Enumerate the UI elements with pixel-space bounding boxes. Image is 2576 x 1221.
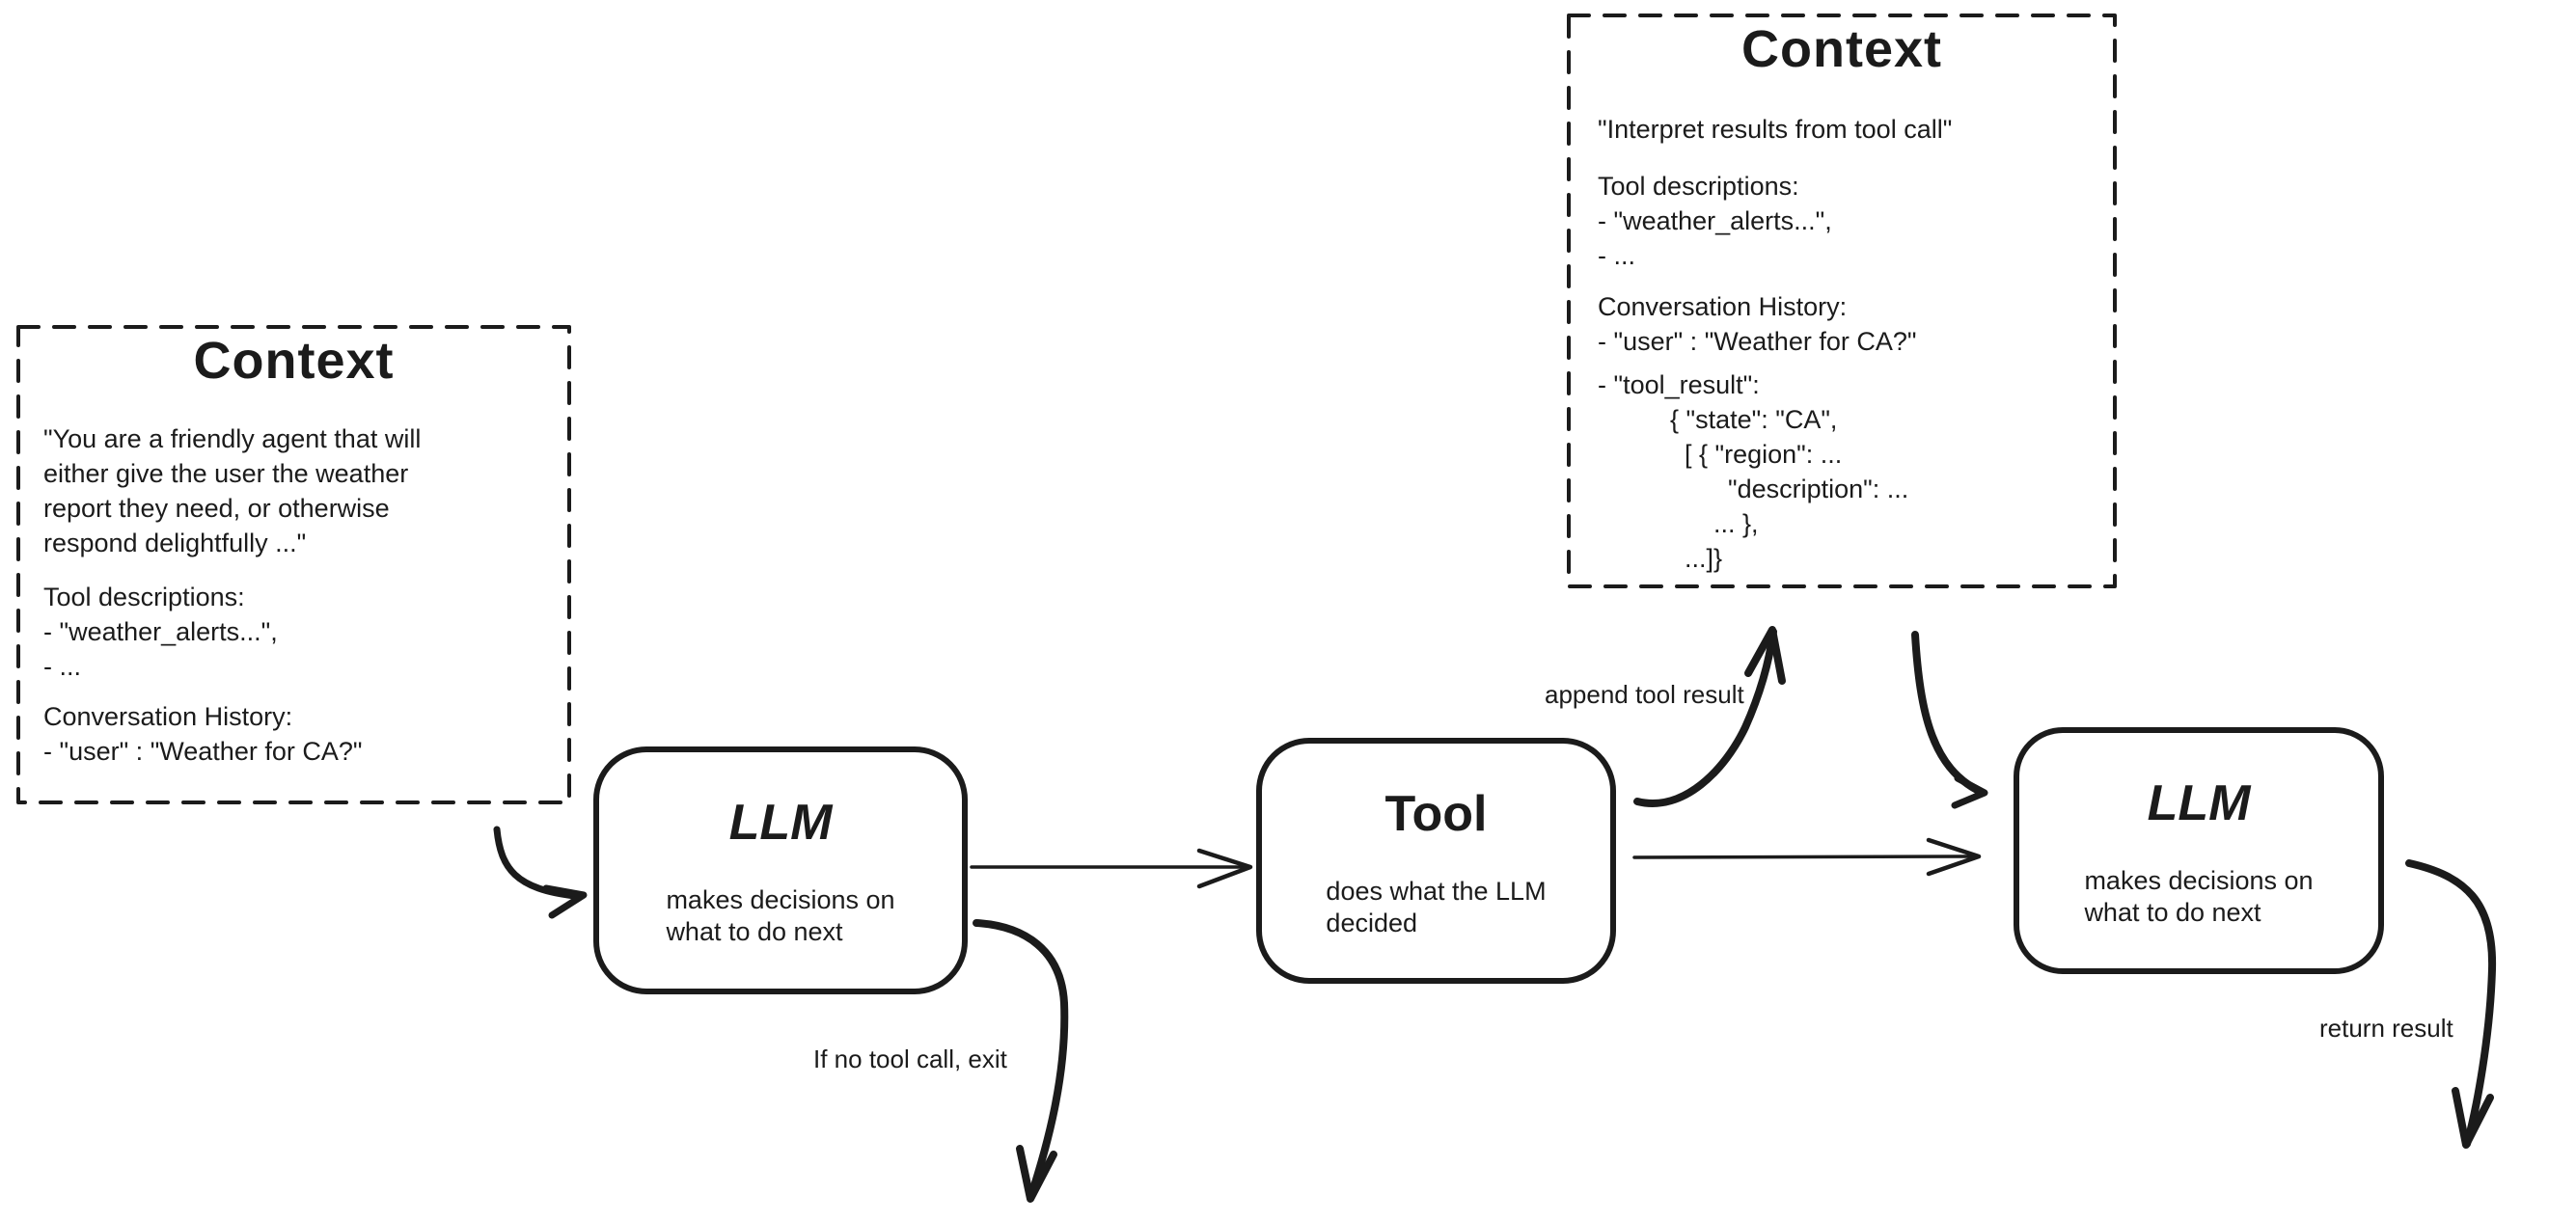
context-box-2: Context "Interpret results from tool cal… [1569, 15, 2115, 586]
arrowhead-llm1-exit [1016, 1145, 1057, 1203]
llm-node-1-subtitle: makes decisions on what to do next [666, 885, 895, 946]
llm-node-2: LLM makes decisions on what to do next [2016, 730, 2381, 971]
arrow-context1-to-llm1 [493, 826, 579, 900]
context-box-1-title: Context [193, 332, 395, 390]
edge-label-if-no-tool-call-exit: If no tool call, exit [813, 1045, 1007, 1073]
llm-node-1-title: LLM [728, 795, 833, 851]
edge-label-return-result: return result [2319, 1014, 2453, 1043]
arrowhead-context1-to-llm1 [542, 884, 588, 919]
context-box-2-title: Context [1741, 20, 1942, 78]
context-box-2-system-prompt: "Interpret results from tool call" [1598, 115, 1953, 144]
tool-node-subtitle: does what the LLM decided [1326, 877, 1547, 937]
arrow-llm1-exit [973, 919, 1069, 1202]
context-box-1-tool-descriptions: Tool descriptions: - "weather_alerts..."… [43, 583, 278, 681]
context-box-2-tool-result: - "tool_result": { "state": "CA", [ { "r… [1598, 370, 1909, 573]
arrow-tool-to-context2 [1633, 628, 1777, 807]
arrow-llm2-return [2405, 859, 2497, 1148]
llm-node-2-subtitle: makes decisions on what to do next [2084, 866, 2314, 927]
tool-node: Tool does what the LLM decided [1259, 741, 1613, 981]
llm-2-node-border [2014, 727, 2384, 974]
arrowhead-llm2-return [2452, 1087, 2494, 1149]
context-box-1-border [16, 325, 571, 804]
context-box-1: Context "You are a friendly agent that w… [18, 327, 569, 802]
llm-node-2-title: LLM [2147, 775, 2251, 831]
arrow-context2-to-llm2 [1911, 631, 1985, 796]
context-box-2-border [1567, 14, 2117, 588]
context-box-1-conversation-history: Conversation History: - "user" : "Weathe… [43, 702, 363, 766]
context-box-1-system-prompt: "You are a friendly agent that will eith… [43, 424, 422, 557]
llm-1-node-border [593, 746, 968, 994]
tool-node-title: Tool [1384, 786, 1488, 842]
arrowhead-llm1-to-tool [1196, 848, 1253, 889]
llm-node-1: LLM makes decisions on what to do next [596, 749, 965, 991]
arrowhead-tool-to-llm2 [1926, 837, 1982, 877]
arrowhead-context2-to-llm2 [1951, 774, 1988, 809]
context-box-2-tool-descriptions: Tool descriptions: - "weather_alerts..."… [1598, 172, 1832, 270]
arrowhead-tool-to-context2 [1744, 626, 1786, 685]
arrow-tool-to-llm2 [1632, 855, 1974, 859]
context-box-2-conversation-history: Conversation History: - "user" : "Weathe… [1598, 292, 1917, 356]
tool-node-border [1256, 738, 1616, 984]
edge-label-append-tool-result: append tool result [1545, 680, 1744, 709]
